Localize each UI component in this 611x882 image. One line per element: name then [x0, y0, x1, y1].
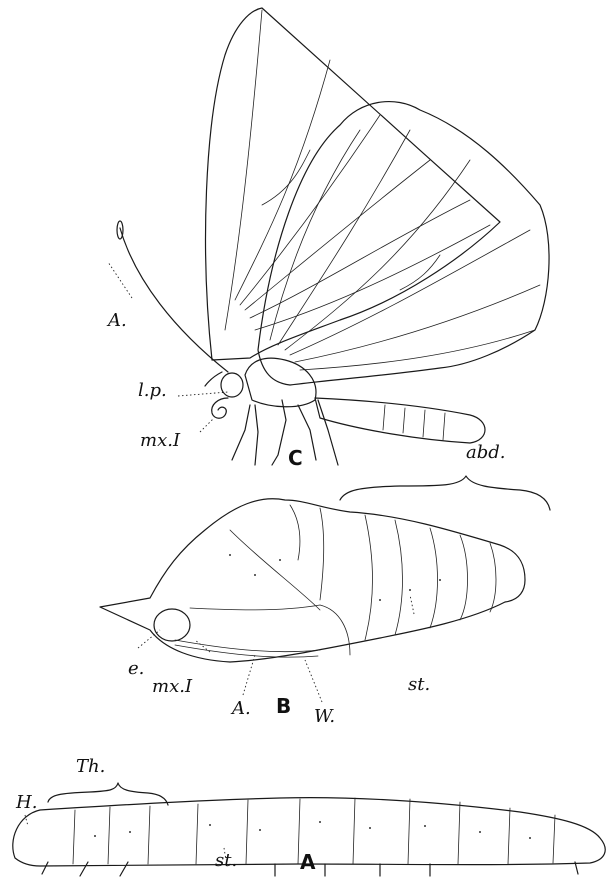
label-thorax: Th. — [76, 758, 105, 776]
butterfly-drawing — [108, 8, 549, 465]
label-antenna-b: A. — [232, 700, 251, 718]
label-labial-palp: l.p. — [138, 382, 167, 400]
label-abdomen: abd. — [466, 444, 506, 462]
label-maxilla-b: mx.I — [152, 678, 192, 696]
label-head: H. — [16, 794, 37, 812]
label-antenna-c: A. — [108, 312, 127, 330]
label-wing: W. — [314, 708, 335, 726]
label-segment-b: st. — [408, 676, 430, 694]
label-eye: e. — [128, 660, 144, 678]
caption-b: B — [276, 696, 291, 716]
label-maxilla-c: mx.I — [140, 432, 180, 450]
label-segment-a: st. — [215, 852, 237, 870]
pupa-drawing — [100, 476, 550, 702]
caption-a: A — [300, 852, 315, 872]
caption-c: C — [288, 448, 303, 468]
